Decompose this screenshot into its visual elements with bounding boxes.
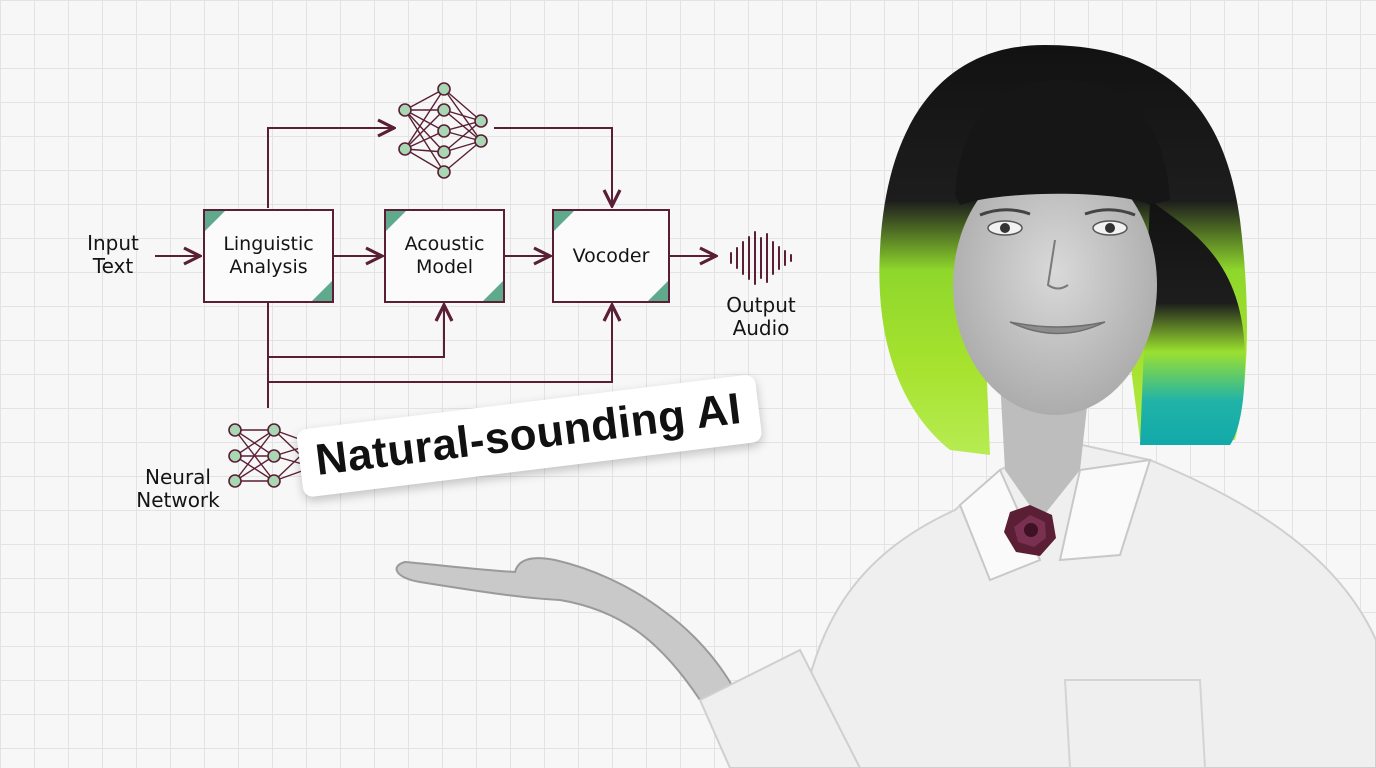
corner-accent — [205, 211, 225, 231]
arrow-branch-to-vocoder — [268, 305, 612, 383]
corner-accent — [648, 281, 668, 301]
arrow-linguistic-to-top-network — [267, 128, 394, 208]
acoustic-model-box: Acoustic Model — [384, 209, 505, 303]
arrow-top-network-to-vocoder — [494, 127, 612, 206]
vocoder-box: Vocoder — [552, 209, 670, 303]
corner-accent — [483, 281, 503, 301]
linguistic-analysis-box: Linguistic Analysis — [203, 209, 334, 303]
linguistic-analysis-label: Linguistic Analysis — [223, 233, 314, 278]
neural-network-label: Neural Network — [136, 465, 220, 512]
acoustic-model-label: Acoustic Model — [404, 233, 485, 278]
arrow-branch-to-acoustic — [268, 305, 444, 358]
vocoder-label: Vocoder — [572, 244, 650, 267]
rose-pin-icon — [1004, 505, 1056, 556]
output-audio-label: Output Audio — [726, 293, 796, 340]
audio-waveform-icon — [730, 231, 792, 285]
corner-accent — [386, 211, 406, 231]
corner-accent — [312, 281, 332, 301]
neural-network-icon-top — [398, 82, 488, 179]
input-text-label: Input Text — [87, 231, 139, 278]
corner-accent — [554, 211, 574, 231]
